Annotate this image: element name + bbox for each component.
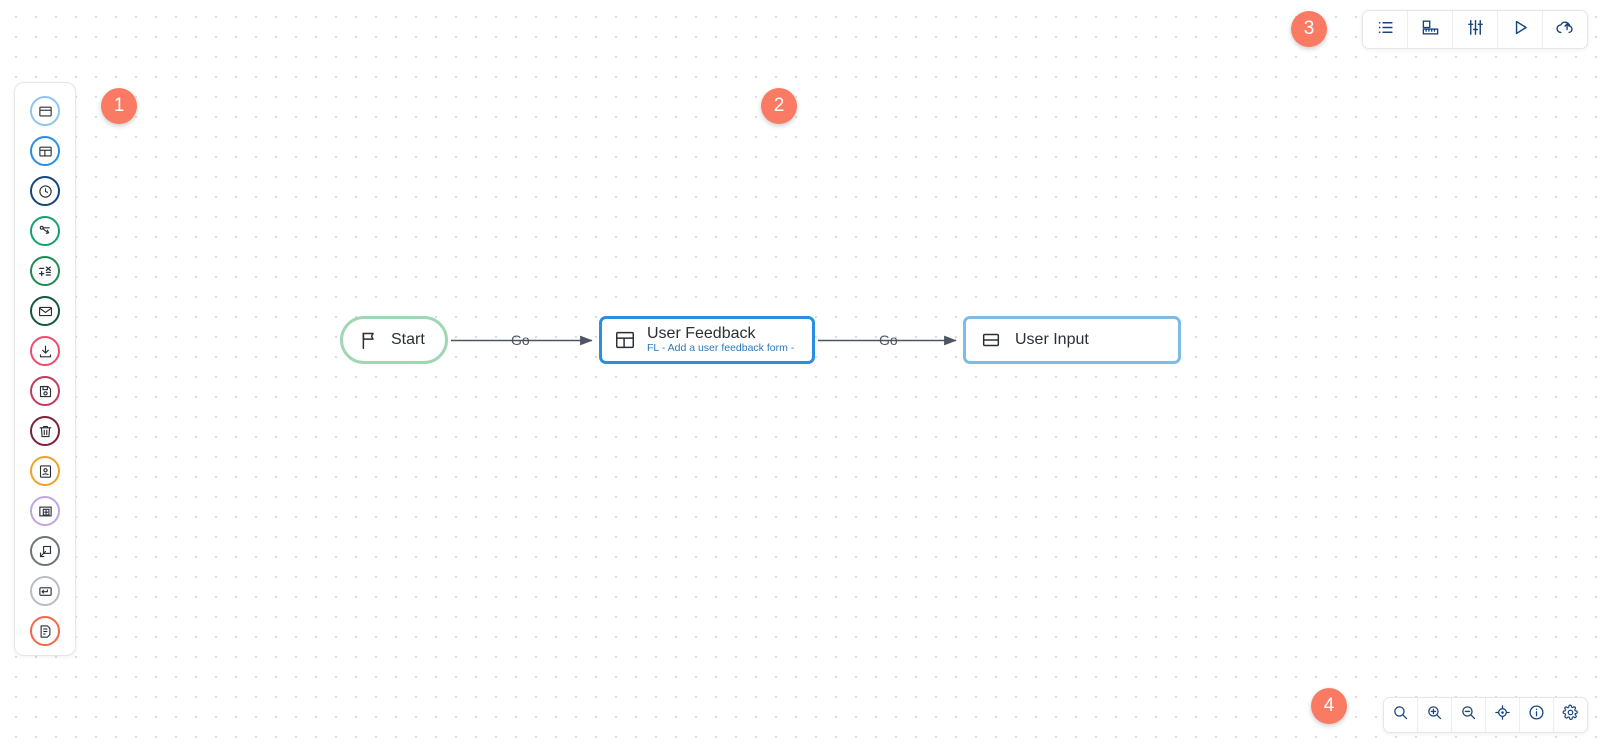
bottom-toolbar (1383, 697, 1588, 733)
node-title: User Feedback (647, 325, 756, 342)
flow-node-user-input[interactable]: User Input (963, 316, 1181, 364)
floppy-save-icon (38, 384, 53, 399)
toolbar-button-fit-to-screen[interactable] (1486, 698, 1520, 732)
enter-key-icon (38, 584, 53, 599)
toolbar-button-settings-sliders[interactable] (1453, 11, 1498, 48)
annotation-badge-1: 1 (101, 88, 137, 124)
gear-icon (1562, 704, 1579, 726)
palette-item-envelope[interactable] (30, 296, 60, 326)
palette-item-add-frame[interactable] (30, 496, 60, 526)
ruler-icon (1421, 18, 1440, 42)
node-text: Start (391, 331, 425, 349)
palette-item-branch[interactable] (30, 216, 60, 246)
toolbar-button-publish[interactable] (1543, 11, 1587, 48)
input-box-icon (980, 329, 1002, 351)
add-frame-icon (38, 504, 53, 519)
envelope-icon (38, 304, 53, 319)
toolbar-button-preferences[interactable] (1554, 698, 1587, 732)
calculator-icon (37, 263, 53, 279)
toolbar-button-measure[interactable] (1408, 11, 1453, 48)
browser-window-icon (38, 104, 53, 119)
node-subtitle: FL - Add a user feedback form - (647, 342, 795, 354)
palette-item-floppy-save[interactable] (30, 376, 60, 406)
list-icon (1376, 18, 1395, 42)
trash-icon (38, 424, 53, 439)
palette-item-trash[interactable] (30, 416, 60, 446)
palette-item-browser-window[interactable] (30, 96, 60, 126)
search-icon (1392, 704, 1409, 726)
node-palette (14, 82, 76, 656)
annotation-badge-4: 4 (1311, 688, 1347, 724)
top-toolbar (1362, 10, 1588, 49)
edge-label-go-2[interactable]: Go (879, 332, 898, 348)
palette-item-note-document[interactable] (30, 616, 60, 646)
play-icon (1511, 18, 1530, 42)
palette-item-clock[interactable] (30, 176, 60, 206)
palette-item-enter-key[interactable] (30, 576, 60, 606)
flow-node-start[interactable]: Start (340, 316, 448, 364)
zoom-out-icon (1460, 704, 1477, 726)
toolbar-button-zoom-in[interactable] (1418, 698, 1452, 732)
node-title: Start (391, 331, 425, 348)
edge-label-go-1[interactable]: Go (511, 332, 530, 348)
node-text: User Input (1015, 331, 1089, 349)
branch-icon (38, 224, 53, 239)
cloud-upload-icon (1555, 17, 1575, 42)
palette-item-layout-panels[interactable] (30, 136, 60, 166)
clock-icon (38, 184, 53, 199)
toolbar-button-search[interactable] (1384, 698, 1418, 732)
toolbar-button-list-view[interactable] (1363, 11, 1408, 48)
toolbar-button-run[interactable] (1498, 11, 1543, 48)
note-document-icon (38, 624, 53, 639)
palette-item-download[interactable] (30, 336, 60, 366)
flow-node-user-feedback[interactable]: User Feedback FL - Add a user feedback f… (599, 316, 815, 364)
toolbar-button-info[interactable] (1520, 698, 1554, 732)
palette-item-calculator[interactable] (30, 256, 60, 286)
target-fit-icon (1494, 704, 1511, 726)
layout-panels-icon (614, 329, 636, 351)
palette-item-external-link[interactable] (30, 536, 60, 566)
zoom-in-icon (1426, 704, 1443, 726)
annotation-badge-2: 2 (761, 88, 797, 124)
sliders-icon (1466, 18, 1485, 42)
download-icon (38, 344, 53, 359)
contact-card-icon (38, 464, 53, 479)
node-text: User Feedback FL - Add a user feedback f… (647, 325, 794, 355)
external-link-icon (38, 544, 53, 559)
annotation-badge-3: 3 (1291, 11, 1327, 47)
palette-item-contact-card[interactable] (30, 456, 60, 486)
layout-panels-icon (38, 144, 53, 159)
toolbar-button-zoom-out[interactable] (1452, 698, 1486, 732)
node-title: User Input (1015, 331, 1089, 348)
info-icon (1528, 704, 1545, 726)
flag-icon (359, 330, 380, 351)
